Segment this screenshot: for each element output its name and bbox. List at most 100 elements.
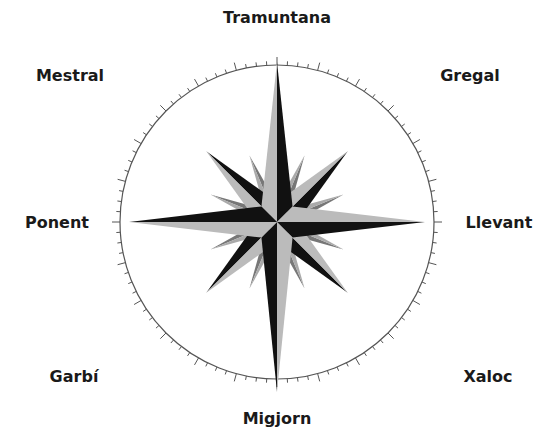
wind-name: Gregal xyxy=(440,67,500,85)
tick-mark xyxy=(118,263,126,265)
tick-mark xyxy=(119,190,123,192)
tick-mark xyxy=(408,133,411,135)
tick-mark xyxy=(179,347,181,350)
tick-mark xyxy=(128,282,132,284)
tick-mark xyxy=(206,363,208,367)
tick-mark xyxy=(422,160,426,162)
star-point xyxy=(261,222,277,392)
tick-mark xyxy=(431,252,435,254)
tick-mark xyxy=(234,63,236,71)
tick-mark xyxy=(413,301,420,305)
tick-mark xyxy=(364,353,366,356)
tick-mark xyxy=(245,376,247,380)
tick-mark xyxy=(225,70,226,74)
tick-mark xyxy=(160,105,166,111)
tick-mark xyxy=(337,367,339,371)
wind-name: Tramuntana xyxy=(223,9,331,27)
tick-mark xyxy=(117,242,121,244)
tick-mark xyxy=(337,73,339,77)
tick-mark xyxy=(179,94,181,97)
tick-mark xyxy=(426,272,430,273)
star-point xyxy=(277,62,293,222)
tick-mark xyxy=(297,62,299,66)
tick-mark xyxy=(255,62,257,66)
tick-mark xyxy=(433,200,437,202)
tick-mark xyxy=(143,133,146,135)
tick-mark xyxy=(433,242,437,244)
tick-mark xyxy=(434,222,442,223)
tick-mark xyxy=(234,374,236,382)
tick-mark xyxy=(426,170,430,171)
tick-mark xyxy=(225,371,226,375)
tick-mark xyxy=(188,353,190,356)
wind-name: Xaloc xyxy=(463,368,512,386)
tick-mark xyxy=(156,326,159,329)
tick-mark xyxy=(373,94,375,97)
tick-mark xyxy=(346,363,348,367)
tick-mark xyxy=(149,318,152,320)
tick-mark xyxy=(116,211,120,212)
tick-mark xyxy=(143,309,146,311)
tick-mark xyxy=(287,61,288,65)
tick-mark xyxy=(128,160,132,162)
tick-mark xyxy=(245,64,247,68)
tick-mark xyxy=(134,301,141,305)
wind-name: Mestral xyxy=(36,67,104,85)
tick-mark xyxy=(195,358,199,365)
tick-mark xyxy=(149,124,152,126)
tick-mark xyxy=(318,63,320,71)
tick-mark xyxy=(171,340,174,343)
tick-mark xyxy=(134,140,141,144)
tick-mark xyxy=(125,272,129,273)
tick-mark xyxy=(429,179,437,181)
tick-mark xyxy=(206,78,208,82)
tick-mark xyxy=(215,367,217,371)
tick-mark xyxy=(318,374,320,382)
tick-mark xyxy=(160,333,166,339)
tick-mark xyxy=(118,179,126,181)
tick-mark xyxy=(388,333,394,339)
tick-mark xyxy=(112,222,120,223)
tick-mark xyxy=(327,70,328,74)
tick-mark xyxy=(402,318,405,320)
tick-mark xyxy=(429,263,437,265)
tick-mark xyxy=(434,211,438,212)
tick-mark xyxy=(125,170,129,171)
tick-mark xyxy=(422,282,426,284)
tick-mark xyxy=(434,232,438,233)
tick-mark xyxy=(188,88,190,91)
tick-mark xyxy=(418,291,422,293)
tick-mark xyxy=(395,326,398,329)
tick-mark xyxy=(402,124,405,126)
tick-mark xyxy=(215,73,217,77)
tick-mark xyxy=(395,116,398,119)
star-point xyxy=(129,206,277,222)
tick-mark xyxy=(413,140,420,144)
wind-name: Ponent xyxy=(25,214,89,232)
tick-mark xyxy=(297,378,299,382)
tick-mark xyxy=(418,151,422,153)
tick-mark xyxy=(255,378,257,382)
tick-mark xyxy=(307,376,309,380)
star-point xyxy=(277,222,293,392)
tick-mark xyxy=(156,116,159,119)
tick-mark xyxy=(327,371,328,375)
tick-mark xyxy=(408,309,411,311)
wind-name: Llevant xyxy=(466,214,533,232)
tick-mark xyxy=(346,78,348,82)
tick-mark xyxy=(287,379,288,383)
tick-mark xyxy=(431,190,435,192)
tick-mark xyxy=(171,101,174,104)
star-point xyxy=(277,206,425,222)
tick-mark xyxy=(381,101,384,104)
tick-mark xyxy=(381,340,384,343)
tick-mark xyxy=(373,347,375,350)
tick-mark xyxy=(133,291,137,293)
tick-mark xyxy=(266,61,267,65)
wind-name: Migjorn xyxy=(243,410,312,428)
wind-star xyxy=(129,62,425,392)
tick-mark xyxy=(356,79,360,86)
tick-mark xyxy=(119,252,123,254)
tick-mark xyxy=(356,358,360,365)
tick-mark xyxy=(133,151,137,153)
